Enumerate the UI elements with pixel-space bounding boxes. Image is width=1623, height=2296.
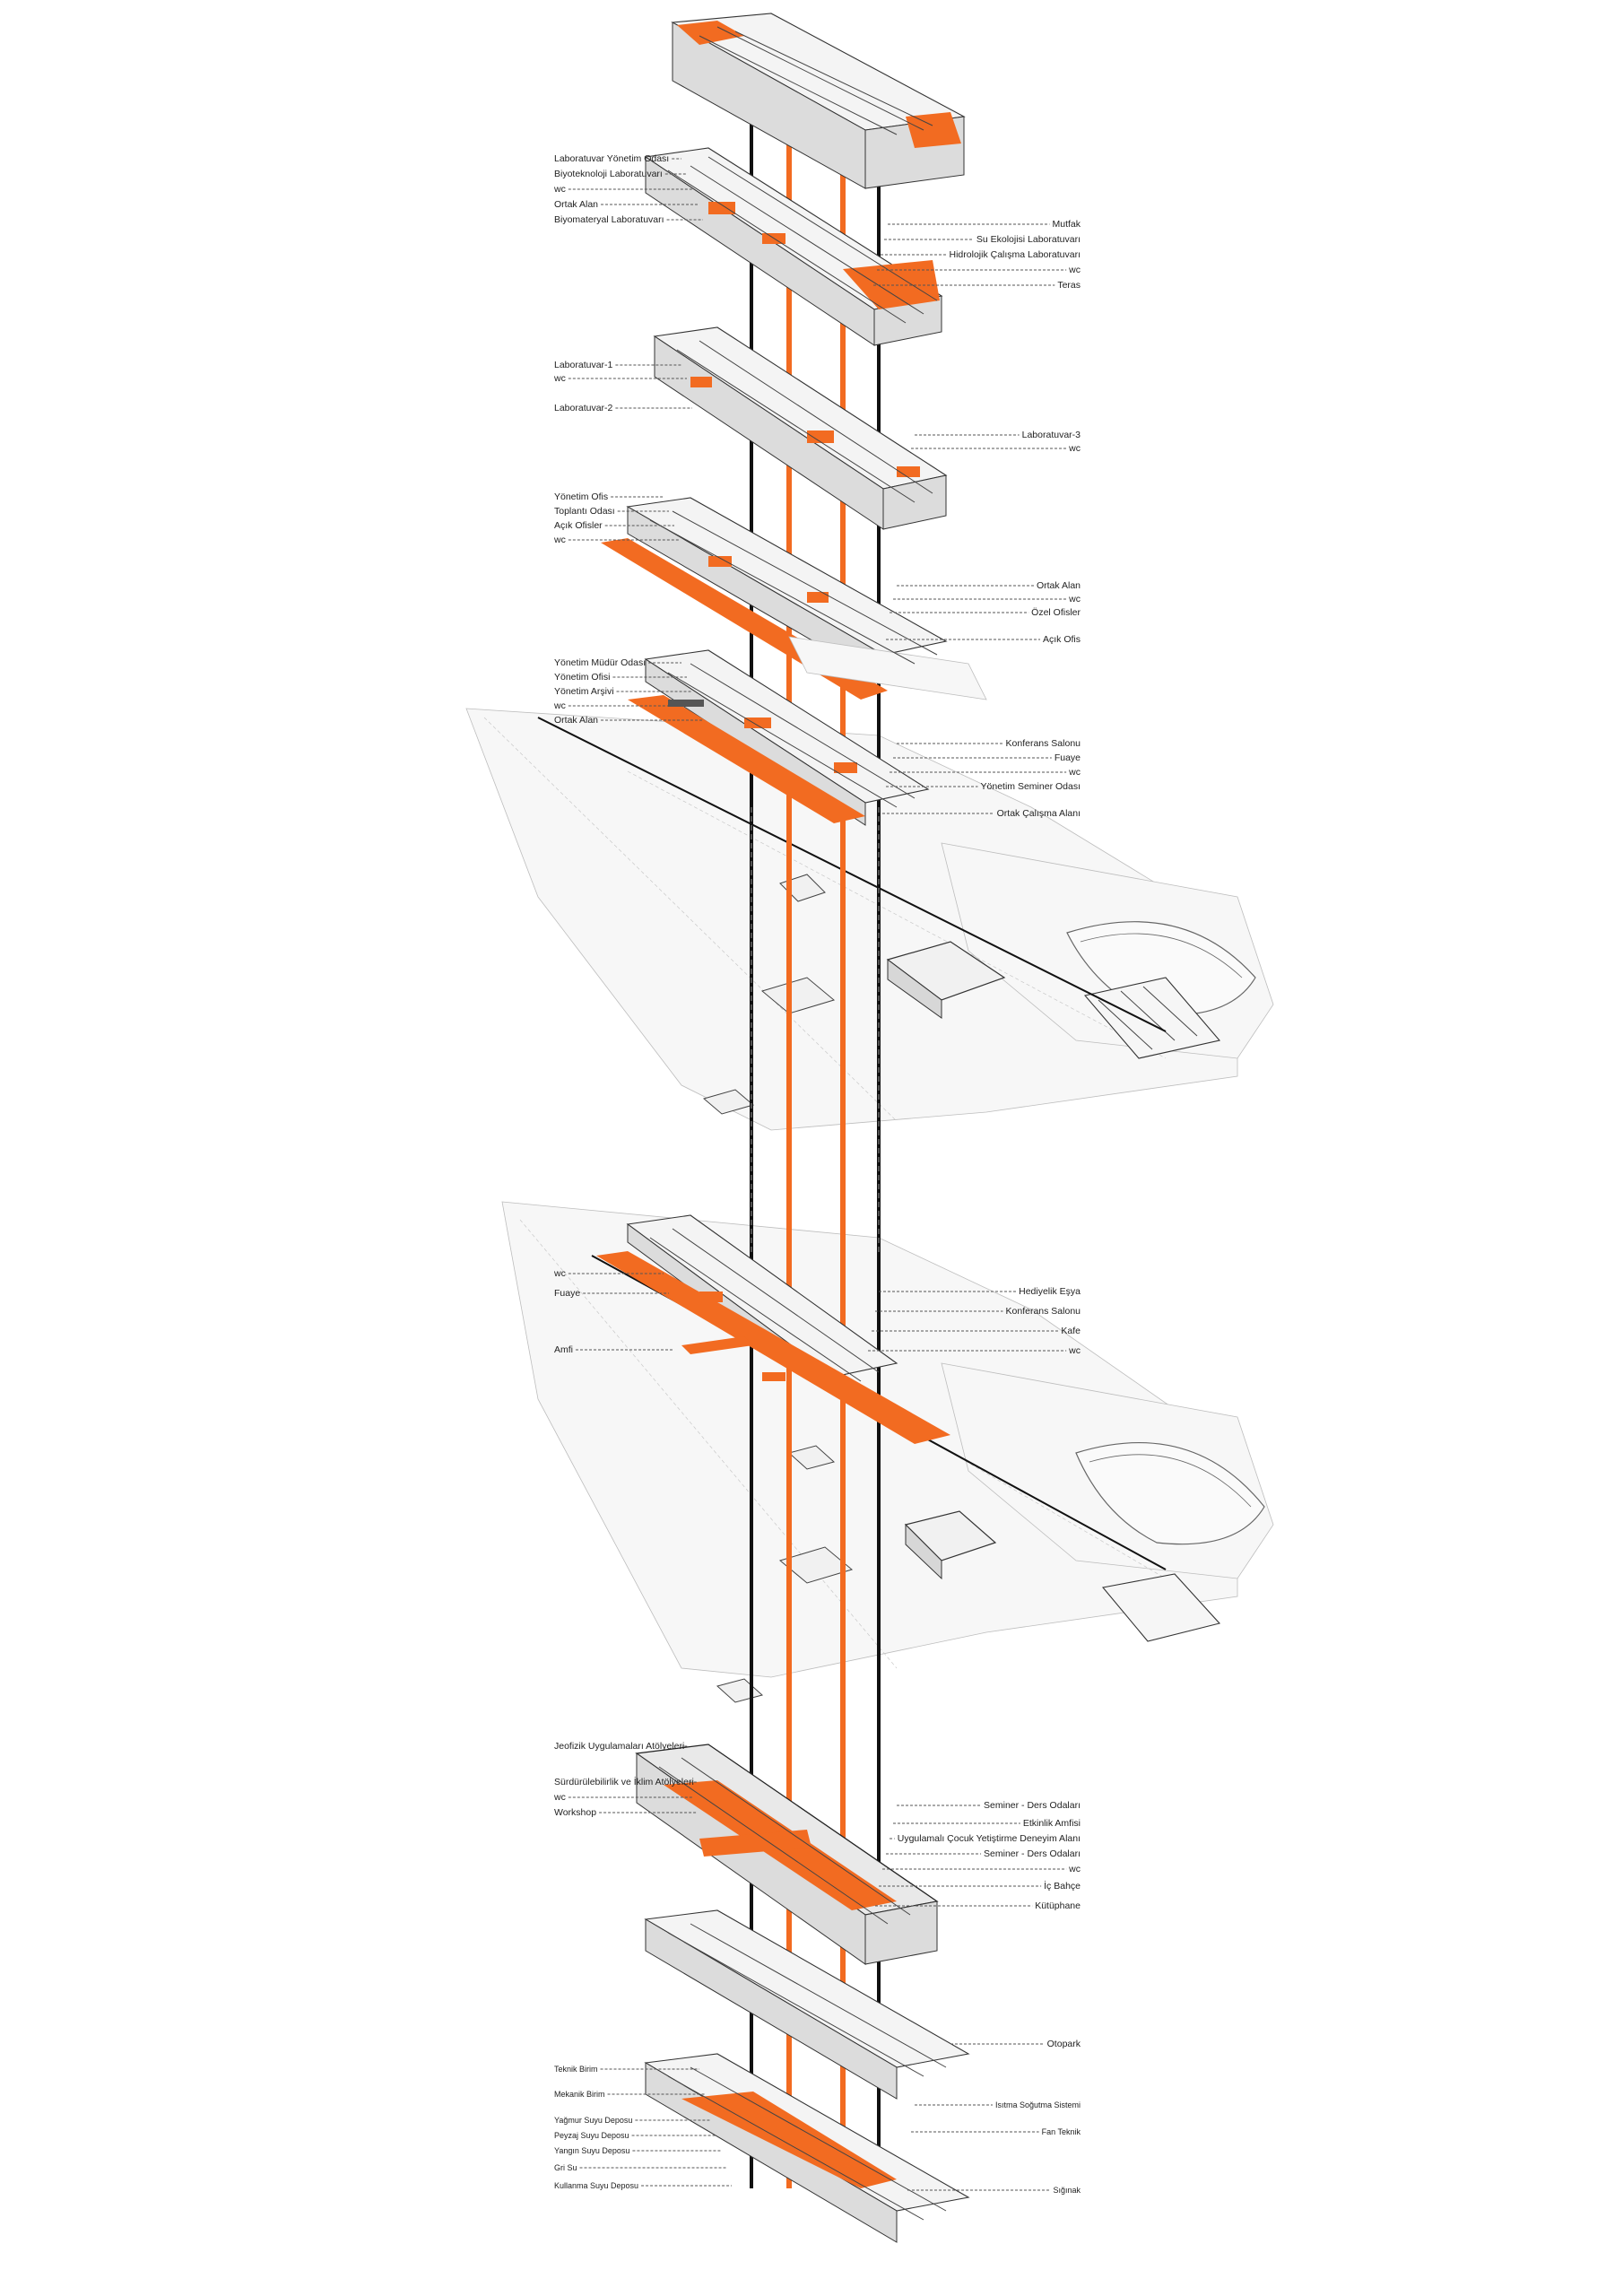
label-floor-ground-right-0: Hediyelik Eşya [1019, 1286, 1081, 1297]
label-floor-basement-1-right-3: Seminer - Ders Odaları [984, 1848, 1081, 1859]
label-floor-management-left-4: Ortak Alan [554, 715, 598, 726]
label-floor-technical-left-0: Teknik Birim [554, 2065, 598, 2074]
label-floor-technical-right-2: Sığınak [1053, 2186, 1081, 2195]
upper-site-ghost [465, 708, 1274, 1131]
label-floor-lab-1-left-1: Biyoteknoloji Laboratuvarı [554, 169, 663, 179]
floor-lab-2 [653, 326, 948, 530]
floor-lab-1 [644, 147, 943, 346]
label-floor-management-right-2: wc [1068, 767, 1081, 778]
label-floor-basement-1-left-0: Jeofizik Uygulamaları Atölyeleri [554, 1741, 684, 1752]
label-floor-lab-2-left-0: Laboratuvar-1 [554, 360, 613, 370]
label-floor-technical-left-4: Yangın Suyu Deposu [554, 2146, 629, 2155]
label-floor-management-right-0: Konferans Salonu [1006, 738, 1081, 749]
label-floor-technical-left-5: Gri Su [554, 2163, 577, 2172]
label-floor-ground-left-0: wc [553, 1268, 566, 1279]
label-floor-basement-1-left-3: Workshop [554, 1807, 596, 1818]
label-floor-basement-1-right-1: Etkinlik Amfisi [1023, 1818, 1081, 1829]
floor-ground [596, 1214, 950, 1444]
label-floor-management-right-4: Ortak Çalışma Alanı [997, 808, 1081, 819]
floor-roof [671, 13, 966, 189]
label-floor-ground-left-2: Amfi [554, 1344, 573, 1355]
label-floor-parking-right-0: Otopark [1047, 2039, 1081, 2049]
lower-site-ghost [501, 1201, 1274, 1703]
floor-basement-1 [635, 1744, 939, 1965]
label-floor-lab-2-left-1: wc [553, 373, 566, 384]
floor-office [601, 497, 987, 700]
label-floor-management-left-0: Yönetim Müdür Odası [554, 657, 646, 668]
label-floor-management-left-3: wc [553, 700, 566, 711]
label-floor-ground-left-1: Fuaye [554, 1288, 580, 1299]
label-floor-lab-1-right-2: Hidrolojik Çalışma Laboratuvarı [950, 249, 1081, 260]
label-floor-office-left-3: wc [553, 535, 566, 545]
label-floor-lab-1-left-2: wc [553, 184, 566, 195]
label-floor-lab-1-left-3: Ortak Alan [554, 199, 598, 210]
label-floor-technical-left-1: Mekanik Birim [554, 2090, 605, 2099]
label-floor-technical-right-1: Fan Teknik [1042, 2127, 1081, 2136]
label-floor-office-right-3: Açık Ofis [1043, 634, 1081, 645]
floor-technical [644, 2053, 970, 2243]
label-floor-lab-1-right-4: Teras [1057, 280, 1081, 291]
label-floor-basement-1-right-4: wc [1068, 1864, 1081, 1874]
label-floor-technical-right-0: Isıtma Soğutma Sistemi [995, 2100, 1081, 2109]
label-floor-basement-1-left-2: wc [553, 1792, 566, 1803]
label-floor-lab-2-left-2: Laboratuvar-2 [554, 403, 613, 413]
label-floor-technical-left-6: Kullanma Suyu Deposu [554, 2181, 638, 2190]
label-floor-lab-1-right-0: Mutfak [1052, 219, 1081, 230]
label-floor-management-right-3: Yönetim Seminer Odası [981, 781, 1081, 792]
label-floor-ground-right-3: wc [1068, 1345, 1081, 1356]
label-floor-technical-left-3: Peyzaj Suyu Deposu [554, 2131, 629, 2140]
leader-lines [568, 158, 1067, 2191]
label-floor-office-right-1: wc [1068, 594, 1081, 604]
label-floor-basement-1-right-2: Uygulamalı Çocuk Yetiştirme Deneyim Alan… [898, 1833, 1081, 1844]
label-floor-management-right-1: Fuaye [1055, 752, 1081, 763]
label-floor-lab-1-left-4: Biyomateryal Laboratuvarı [554, 214, 664, 225]
label-floor-management-left-1: Yönetim Ofisi [554, 672, 610, 683]
label-floor-technical-left-2: Yağmur Suyu Deposu [554, 2116, 632, 2125]
label-floor-ground-right-2: Kafe [1061, 1326, 1081, 1336]
label-floor-basement-1-right-5: İç Bahçe [1044, 1880, 1081, 1892]
label-floor-lab-2-right-0: Laboratuvar-3 [1022, 430, 1081, 440]
label-floor-lab-1-right-1: Su Ekolojisi Laboratuvarı [976, 234, 1081, 245]
label-floor-office-left-1: Toplantı Odası [554, 506, 615, 517]
label-floor-office-right-2: Özel Ofisler [1031, 607, 1081, 618]
label-floor-lab-1-right-3: wc [1068, 265, 1081, 275]
label-floor-basement-1-left-1: Sürdürülebilirlik ve İklim Atölyeleri [554, 1776, 694, 1787]
label-floor-office-left-0: Yönetim Ofis [554, 491, 608, 502]
label-floor-lab-2-right-1: wc [1068, 443, 1081, 454]
floor-parking [644, 1909, 970, 2100]
label-floor-basement-1-right-0: Seminer - Ders Odaları [984, 1800, 1081, 1811]
label-floor-basement-1-right-6: Kütüphane [1035, 1900, 1081, 1911]
label-floor-lab-1-left-0: Laboratuvar Yönetim Odası [554, 153, 669, 164]
label-floor-ground-right-1: Konferans Salonu [1006, 1306, 1081, 1317]
label-floor-office-left-2: Açık Ofisler [554, 520, 603, 531]
floor-management [628, 649, 930, 826]
label-floor-management-left-2: Yönetim Arşivi [554, 686, 614, 697]
label-floor-office-right-0: Ortak Alan [1037, 580, 1081, 591]
